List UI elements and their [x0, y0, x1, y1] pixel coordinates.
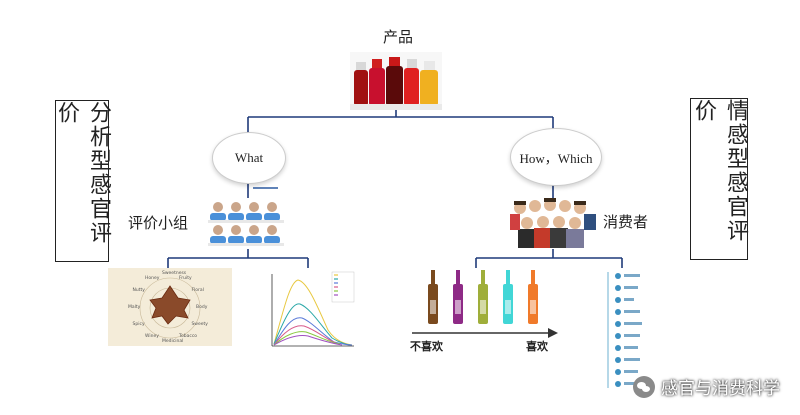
bottle-row	[428, 270, 538, 324]
questionnaire-image	[598, 268, 646, 392]
wechat-icon	[633, 375, 655, 398]
bottle-icon	[478, 270, 488, 324]
spider-axis-label: Floral	[191, 288, 204, 293]
liking-arrow	[412, 328, 558, 338]
product-label: 产品	[383, 28, 414, 46]
line-chart-image	[262, 268, 358, 354]
like-label: 喜欢	[526, 340, 548, 353]
spider-axis-label: Winey	[145, 334, 159, 340]
spider-axis-label: Medicinal	[162, 339, 184, 344]
bottle-icon	[453, 270, 463, 324]
analytical-sensory-evaluation-label: 分析型感官评价	[54, 101, 111, 245]
affective-sensory-evaluation-box: 情感型感官评价	[690, 98, 748, 260]
bottle-icon	[503, 270, 513, 324]
spider-axis-label: Fruity	[179, 275, 192, 281]
spider-axis-label: Sweety	[191, 322, 208, 327]
dislike-label: 不喜欢	[410, 340, 443, 353]
consumers-image	[510, 198, 596, 248]
evaluation-panel-label: 评价小组	[128, 214, 189, 232]
bottle-icon	[528, 270, 538, 324]
spider-axis-label: Sweetness	[162, 271, 187, 276]
spider-axis-label: Tobacco	[179, 334, 198, 340]
spider-axis-label: Malty	[128, 305, 141, 310]
product-bottles-image	[350, 52, 442, 110]
consumers-label: 消费者	[603, 213, 649, 231]
spider-chart	[139, 277, 201, 339]
how-which-bubble: How，Which	[510, 128, 602, 186]
liking-scale: 不喜欢 喜欢	[410, 266, 560, 356]
spider-axis-label: Body	[196, 305, 208, 310]
evaluation-panel-image	[208, 202, 284, 246]
analytical-sensory-evaluation-box: 分析型感官评价	[54, 100, 111, 262]
bottle-icon	[428, 270, 438, 324]
watermark-text: 感官与消费科学	[661, 379, 780, 399]
spider-axis-label: Nutty	[132, 288, 145, 293]
watermark: 感官与消费科学	[633, 374, 780, 399]
what-bubble: What	[212, 132, 286, 184]
spider-axis-label: Spicy	[132, 322, 145, 327]
spider-axis-label: Honey	[145, 275, 160, 281]
spider-profile	[149, 285, 191, 325]
affective-sensory-evaluation-label: 情感型感官评价	[691, 99, 748, 243]
